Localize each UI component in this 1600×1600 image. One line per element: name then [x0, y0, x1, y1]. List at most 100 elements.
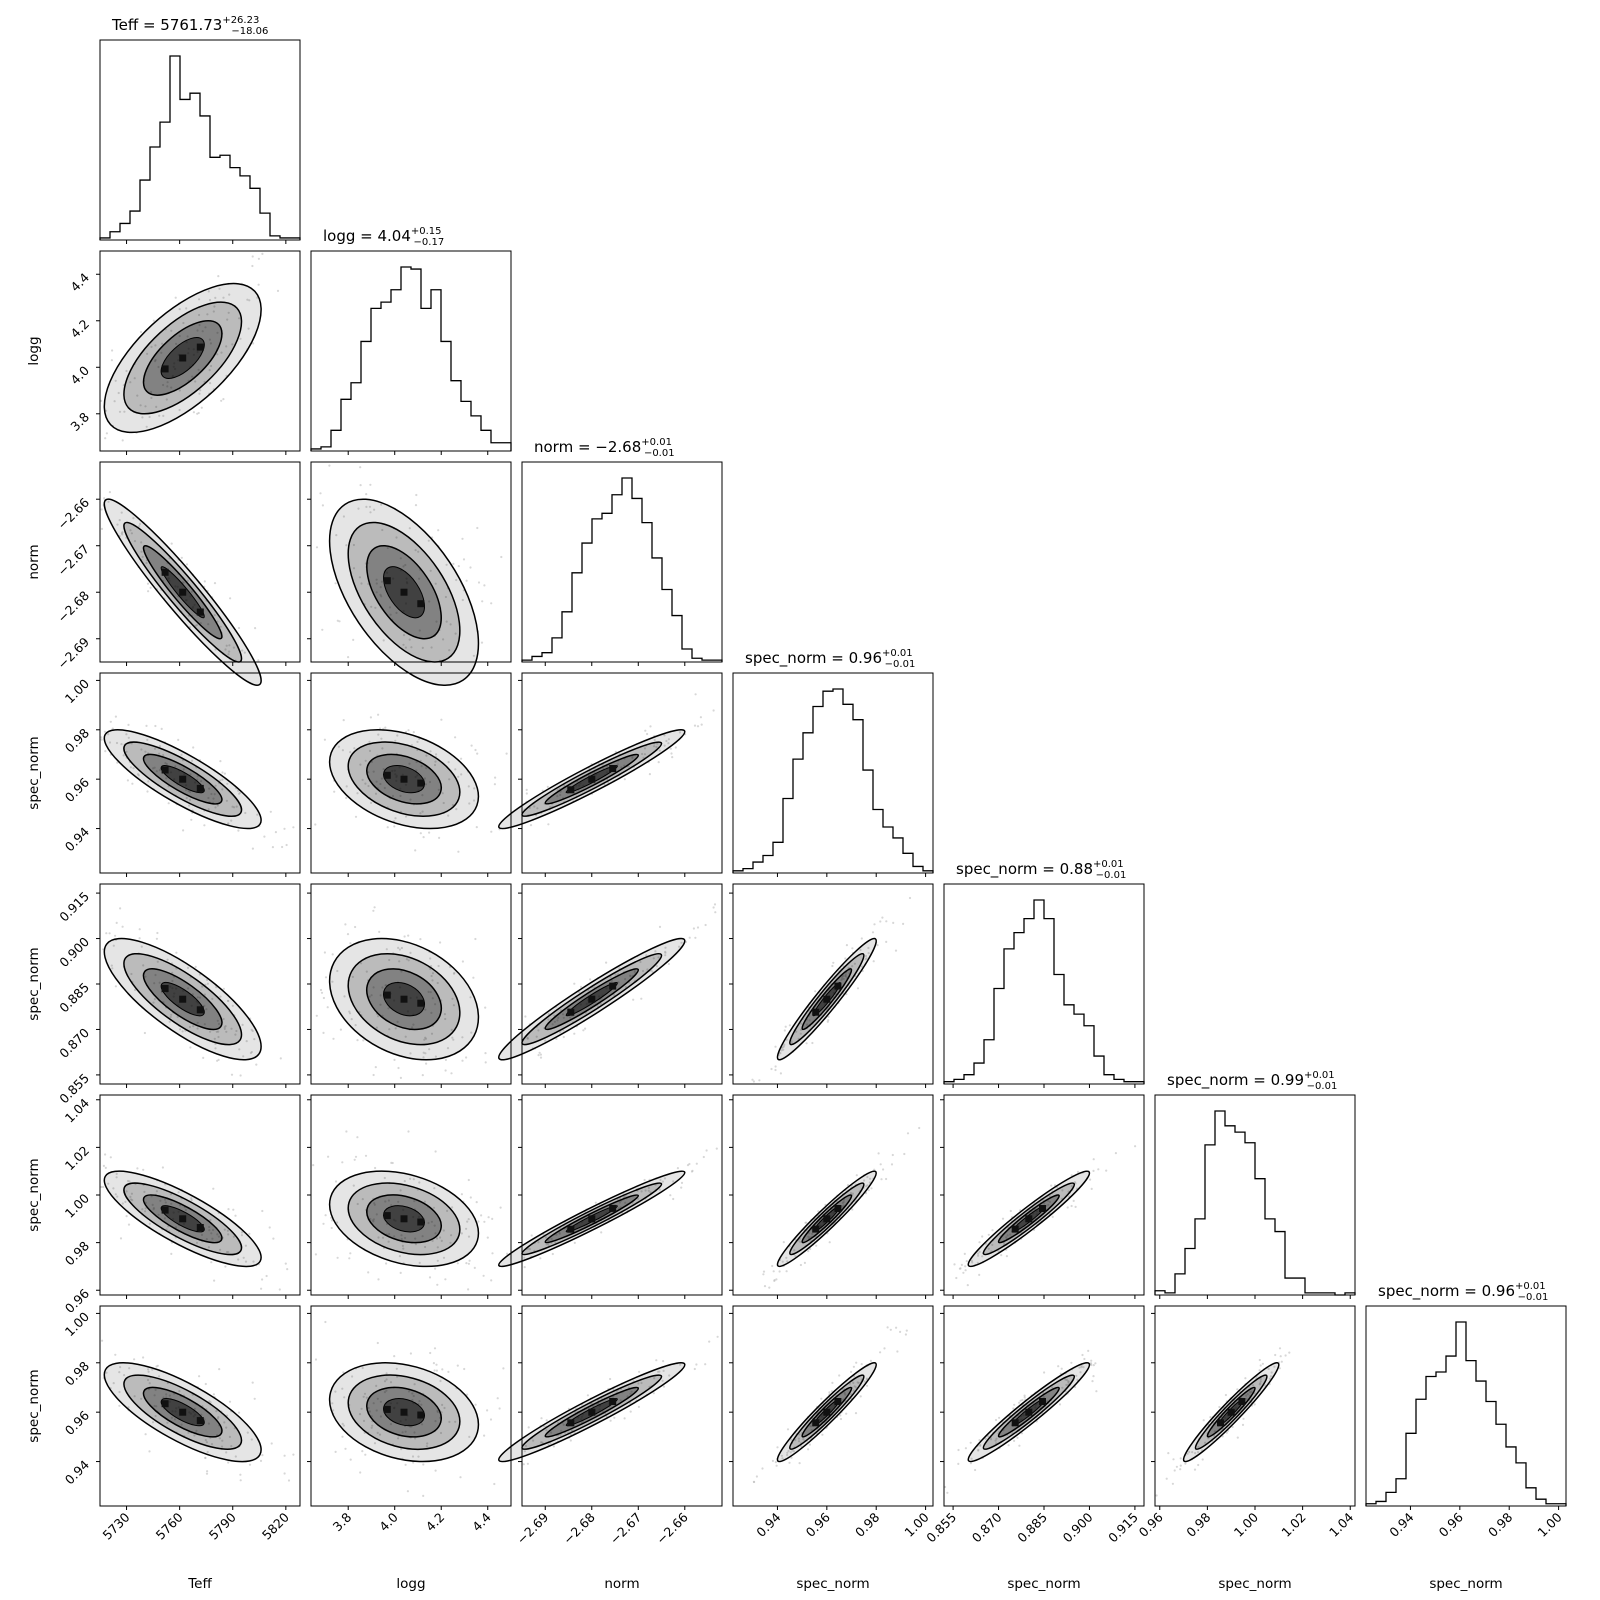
sample-point [138, 937, 141, 940]
sample-point [873, 923, 876, 926]
y-tick-label: 0.96 [62, 775, 92, 805]
sample-point [969, 1441, 972, 1444]
sample-point [214, 784, 217, 787]
sample-point [104, 409, 108, 412]
sample-point [127, 736, 130, 739]
sample-point [960, 1263, 963, 1266]
sample-point [374, 1066, 377, 1069]
sample-point [331, 980, 334, 983]
density-peak [1238, 1398, 1246, 1405]
sample-point [879, 1163, 882, 1166]
density-peak [417, 1411, 425, 1419]
sample-point [483, 1220, 486, 1223]
sample-point [199, 622, 202, 625]
sample-point [377, 1278, 380, 1281]
sample-point [160, 727, 163, 730]
density-peak [179, 1215, 187, 1223]
sample-point [904, 1333, 907, 1336]
sample-point [655, 965, 658, 968]
sample-point [431, 972, 435, 975]
sample-point [758, 1079, 761, 1082]
x-axis-label: logg [396, 1576, 425, 1592]
sample-point [110, 359, 113, 362]
sample-point [496, 1397, 499, 1400]
sample-point [424, 1008, 427, 1011]
sample-point [225, 644, 228, 647]
y-axis-label: spec_norm [26, 947, 42, 1020]
sample-point [217, 1022, 221, 1025]
sample-point [152, 1001, 155, 1004]
sample-point [978, 1273, 981, 1276]
x-tick-label: 4.4 [469, 1509, 494, 1534]
sample-point [278, 1288, 281, 1291]
sample-point [712, 709, 715, 712]
sample-point [1092, 1169, 1095, 1172]
sample-point [643, 1178, 646, 1182]
sample-point [643, 747, 647, 750]
title-upper: +0.01 [1093, 859, 1124, 870]
sample-point [370, 994, 373, 997]
sample-point [463, 1367, 466, 1371]
sample-point [239, 1473, 242, 1476]
sample-point [663, 744, 666, 747]
sample-point [372, 909, 375, 912]
sample-point [220, 399, 223, 402]
sample-point [326, 1006, 329, 1009]
sample-point [1242, 1417, 1245, 1420]
sample-point [586, 1394, 589, 1397]
sample-point [132, 767, 135, 770]
sample-point [107, 500, 110, 503]
sample-point [178, 334, 181, 338]
sample-point [201, 985, 204, 988]
sample-point [437, 788, 440, 791]
sample-point [423, 777, 426, 780]
sample-point [141, 416, 144, 419]
sample-point [774, 1461, 777, 1464]
sample-point [869, 1359, 872, 1362]
density-peak [567, 1225, 575, 1233]
y-tick-label: −2.67 [54, 541, 92, 579]
sample-point [110, 964, 113, 967]
sample-point [322, 1222, 325, 1225]
sample-point [1060, 1367, 1063, 1370]
sample-point [166, 381, 169, 384]
sample-point [469, 1196, 472, 1199]
sample-point [556, 1019, 559, 1022]
x-tick-label: 0.855 [923, 1510, 959, 1546]
sample-point [210, 364, 213, 368]
sample-point [120, 743, 123, 746]
sample-point [589, 978, 592, 981]
sample-point [537, 1054, 540, 1057]
sample-point [359, 1471, 362, 1474]
sample-point [381, 747, 384, 750]
sample-point [700, 723, 703, 726]
sample-point [125, 369, 128, 373]
sample-point [373, 906, 376, 909]
sample-point [530, 1234, 533, 1237]
sample-point [696, 926, 700, 929]
sample-point [359, 484, 362, 487]
sample-point [667, 962, 670, 966]
sample-point [206, 978, 209, 981]
sample-point [705, 1149, 708, 1152]
sample-point [474, 1403, 477, 1406]
sample-point [228, 644, 231, 647]
sample-point [449, 623, 452, 626]
sample-point [369, 483, 372, 486]
sample-point [335, 534, 338, 537]
density-peak [196, 1224, 204, 1231]
sample-point [377, 713, 380, 716]
sample-point [656, 742, 659, 745]
sample-point [255, 1063, 258, 1066]
sample-point [525, 788, 528, 791]
sample-point [650, 969, 653, 972]
sample-point [364, 1154, 368, 1157]
sample-point [146, 790, 149, 793]
sample-point [119, 1237, 123, 1240]
sample-point [860, 965, 864, 968]
sample-point [319, 492, 322, 495]
sample-point [368, 505, 372, 508]
sample-point [470, 744, 473, 747]
sample-point [1095, 1390, 1098, 1393]
sample-point [213, 614, 216, 617]
